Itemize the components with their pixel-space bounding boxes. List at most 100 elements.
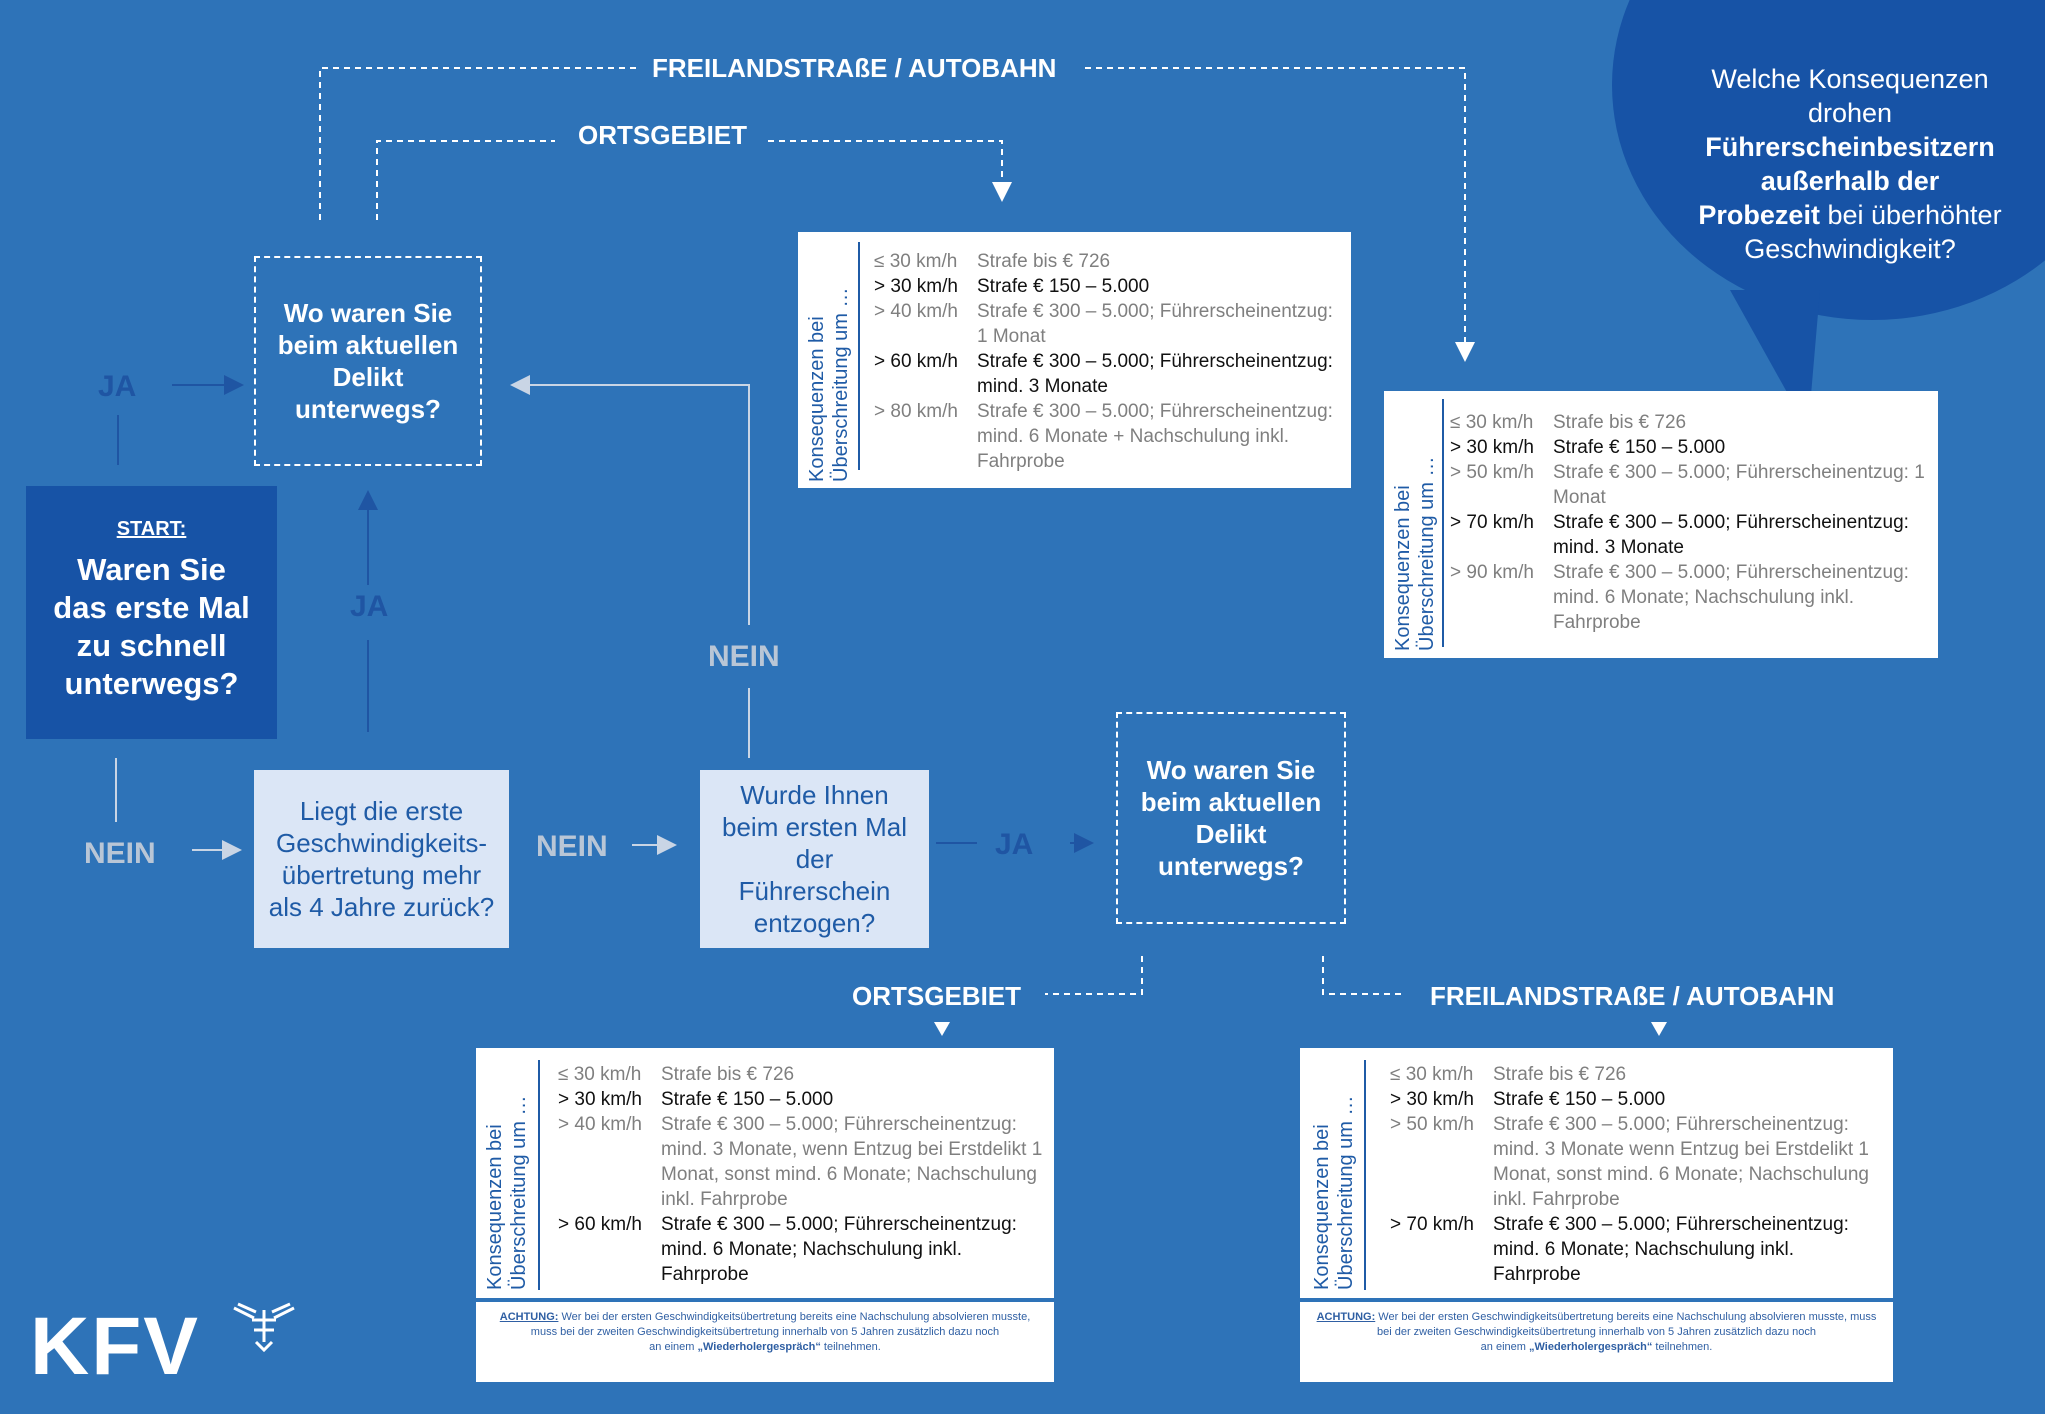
achtung-note-freiland: ACHTUNG: Wer bei der ersten Geschwindigk… xyxy=(1300,1302,1893,1382)
bottom-routes xyxy=(1045,956,1405,995)
ja-label-start: JA xyxy=(98,370,137,403)
consequence-text: Strafe bis € 726 xyxy=(1553,412,1687,433)
speed-row: > 30 km/h Strafe € 150 – 5.000 xyxy=(1450,435,1930,460)
panel-divider xyxy=(1442,399,1444,647)
panel-top-ortsgebiet: Konsequenzen bei Überschreitung um … ≤ 3… xyxy=(798,232,1351,488)
start-question: Waren Sie das erste Mal zu schnell unter… xyxy=(53,552,250,701)
start-caption: START: xyxy=(116,518,187,540)
consequence-text: Strafe € 300 – 5.000; Führerscheinentzug… xyxy=(1553,562,1909,633)
panel-bottom-freiland: Konsequenzen bei Überschreitung um … ≤ 3… xyxy=(1300,1048,1893,1298)
speed-threshold: > 70 km/h xyxy=(1450,512,1534,533)
panel-divider xyxy=(858,242,860,470)
speed-threshold: > 50 km/h xyxy=(1450,462,1534,483)
title-line-2: drohen xyxy=(1807,98,1893,128)
speed-row: > 80 km/h Strafe € 300 – 5.000; Führersch… xyxy=(874,399,1342,474)
start-box: START: Waren Sie das erste Mal zu schnel… xyxy=(26,486,277,739)
question-where-bottom: Wo waren Sie beim aktuellen Delikt unter… xyxy=(1116,712,1346,924)
speed-row: ≤ 30 km/h Strafe bis € 726 xyxy=(1390,1062,1885,1087)
speed-row: > 70 km/h Strafe € 300 – 5.000; Führersch… xyxy=(1390,1212,1885,1287)
bottom-ortsgebiet-label: ORTSGEBIET xyxy=(852,981,1022,1011)
panel-heading: Konsequenzen bei Überschreitung um … xyxy=(1311,1095,1357,1290)
panel-heading: Konsequenzen bei Überschreitung um … xyxy=(484,1095,530,1290)
panel-divider xyxy=(1364,1060,1366,1290)
panel-divider xyxy=(538,1060,540,1290)
consequence-text: Strafe bis € 726 xyxy=(661,1064,795,1085)
title-text: Welche Konsequenzen drohen Führerscheinb… xyxy=(1660,62,2040,266)
consequence-text: Strafe € 300 – 5.000; Führerscheinentzug… xyxy=(1493,1114,1869,1210)
consequence-text: Strafe bis € 726 xyxy=(1493,1064,1627,1085)
top-freiland-route xyxy=(319,67,1475,362)
speed-row: > 30 km/h Strafe € 150 – 5.000 xyxy=(558,1087,1048,1112)
speed-threshold: > 80 km/h xyxy=(874,401,958,422)
nein-connectors xyxy=(115,375,750,860)
consequence-text: Strafe € 300 – 5.000; Führerscheinentzug… xyxy=(1553,512,1909,558)
speed-row: > 50 km/h Strafe € 300 – 5.000; Führersch… xyxy=(1390,1112,1885,1212)
title-bold-2: außerhalb der xyxy=(1760,166,1940,196)
title-bold-3: Probezeit xyxy=(1698,200,1820,230)
title-line-4: Geschwindigkeit? xyxy=(1744,234,1956,264)
ja-label-four-years: JA xyxy=(350,590,389,623)
speed-threshold: > 40 km/h xyxy=(874,301,958,322)
consequence-text: Strafe € 300 – 5.000; Führerscheinentzug… xyxy=(661,1214,1017,1285)
speed-threshold: > 30 km/h xyxy=(558,1089,642,1110)
speed-threshold: > 70 km/h xyxy=(1390,1214,1474,1235)
ja-connectors xyxy=(117,375,1094,853)
nein-label-revoked: NEIN xyxy=(708,640,780,673)
speed-row: > 30 km/h Strafe € 150 – 5.000 xyxy=(1390,1087,1885,1112)
ja-label-revoked: JA xyxy=(995,828,1034,861)
speed-threshold: > 60 km/h xyxy=(874,351,958,372)
speed-threshold: > 30 km/h xyxy=(1450,437,1534,458)
speed-row: > 40 km/h Strafe € 300 – 5.000; Führersch… xyxy=(874,299,1342,349)
question-where-top: Wo waren Sie beim aktuellen Delikt unter… xyxy=(254,256,482,466)
speed-threshold: > 30 km/h xyxy=(1390,1089,1474,1110)
kfv-logo: KFV xyxy=(30,1301,200,1392)
consequence-text: Strafe € 300 – 5.000; Führerscheinentzug… xyxy=(977,301,1333,347)
nein-label-four-years: NEIN xyxy=(536,830,608,863)
speed-threshold: ≤ 30 km/h xyxy=(558,1064,642,1085)
speed-threshold: > 50 km/h xyxy=(1390,1114,1474,1135)
consequence-text: Strafe € 300 – 5.000; Führerscheinentzug… xyxy=(977,351,1333,397)
speed-threshold: > 90 km/h xyxy=(1450,562,1534,583)
panel-bottom-ortsgebiet: Konsequenzen bei Überschreitung um … ≤ 3… xyxy=(476,1048,1054,1298)
speed-row: > 60 km/h Strafe € 300 – 5.000; Führersch… xyxy=(874,349,1342,399)
top-ortsgebiet-label: ORTSGEBIET xyxy=(578,120,748,150)
consequence-text: Strafe € 300 – 5.000; Führerscheinentzug… xyxy=(661,1114,1043,1210)
speed-row: ≤ 30 km/h Strafe bis € 726 xyxy=(1450,410,1930,435)
speed-row: ≤ 30 km/h Strafe bis € 726 xyxy=(558,1062,1048,1087)
speed-threshold: ≤ 30 km/h xyxy=(1390,1064,1474,1085)
speed-row: ≤ 30 km/h Strafe bis € 726 xyxy=(874,249,1342,274)
consequence-text: Strafe € 150 – 5.000 xyxy=(1553,437,1726,458)
consequence-text: Strafe € 150 – 5.000 xyxy=(977,276,1150,297)
eagle-icon xyxy=(233,1302,295,1352)
bottom-freiland-label: FREILANDSTRAßE / AUTOBAHN xyxy=(1430,981,1835,1011)
consequence-text: Strafe € 300 – 5.000; Führerscheinentzug… xyxy=(1493,1214,1849,1285)
top-freiland-label: FREILANDSTRAßE / AUTOBAHN xyxy=(652,53,1057,83)
consequence-text: Strafe bis € 726 xyxy=(977,251,1111,272)
title-bold-1: Führerscheinbesitzern xyxy=(1705,132,1995,162)
speed-row: > 90 km/h Strafe € 300 – 5.000; Führersch… xyxy=(1450,560,1930,635)
consequence-text: Strafe € 150 – 5.000 xyxy=(661,1089,834,1110)
speed-row: > 60 km/h Strafe € 300 – 5.000; Führersch… xyxy=(558,1212,1048,1287)
title-line-3: bei überhöhter xyxy=(1819,200,2002,230)
panel-heading: Konsequenzen bei Überschreitung um … xyxy=(806,287,852,482)
consequence-text: Strafe € 150 – 5.000 xyxy=(1493,1089,1666,1110)
speed-row: > 50 km/h Strafe € 300 – 5.000; Führersch… xyxy=(1450,460,1930,510)
achtung-note-ortsgebiet: ACHTUNG: Wer bei der ersten Geschwindigk… xyxy=(476,1302,1054,1382)
question-four-years: Liegt die erste Geschwindigkeits-übertre… xyxy=(254,770,509,948)
top-ortsgebiet-route xyxy=(376,140,1012,220)
speed-threshold: ≤ 30 km/h xyxy=(1450,412,1534,433)
panel-heading: Konsequenzen bei Überschreitung um … xyxy=(1392,456,1438,651)
consequence-text: Strafe € 300 – 5.000; Führerscheinentzug… xyxy=(1553,462,1925,508)
nein-label-start: NEIN xyxy=(84,837,156,870)
bottom-down-arrows xyxy=(934,1022,1667,1036)
consequence-text: Strafe € 300 – 5.000; Führerscheinentzug… xyxy=(977,401,1333,472)
speed-threshold: ≤ 30 km/h xyxy=(874,251,958,272)
speed-threshold: > 60 km/h xyxy=(558,1214,642,1235)
